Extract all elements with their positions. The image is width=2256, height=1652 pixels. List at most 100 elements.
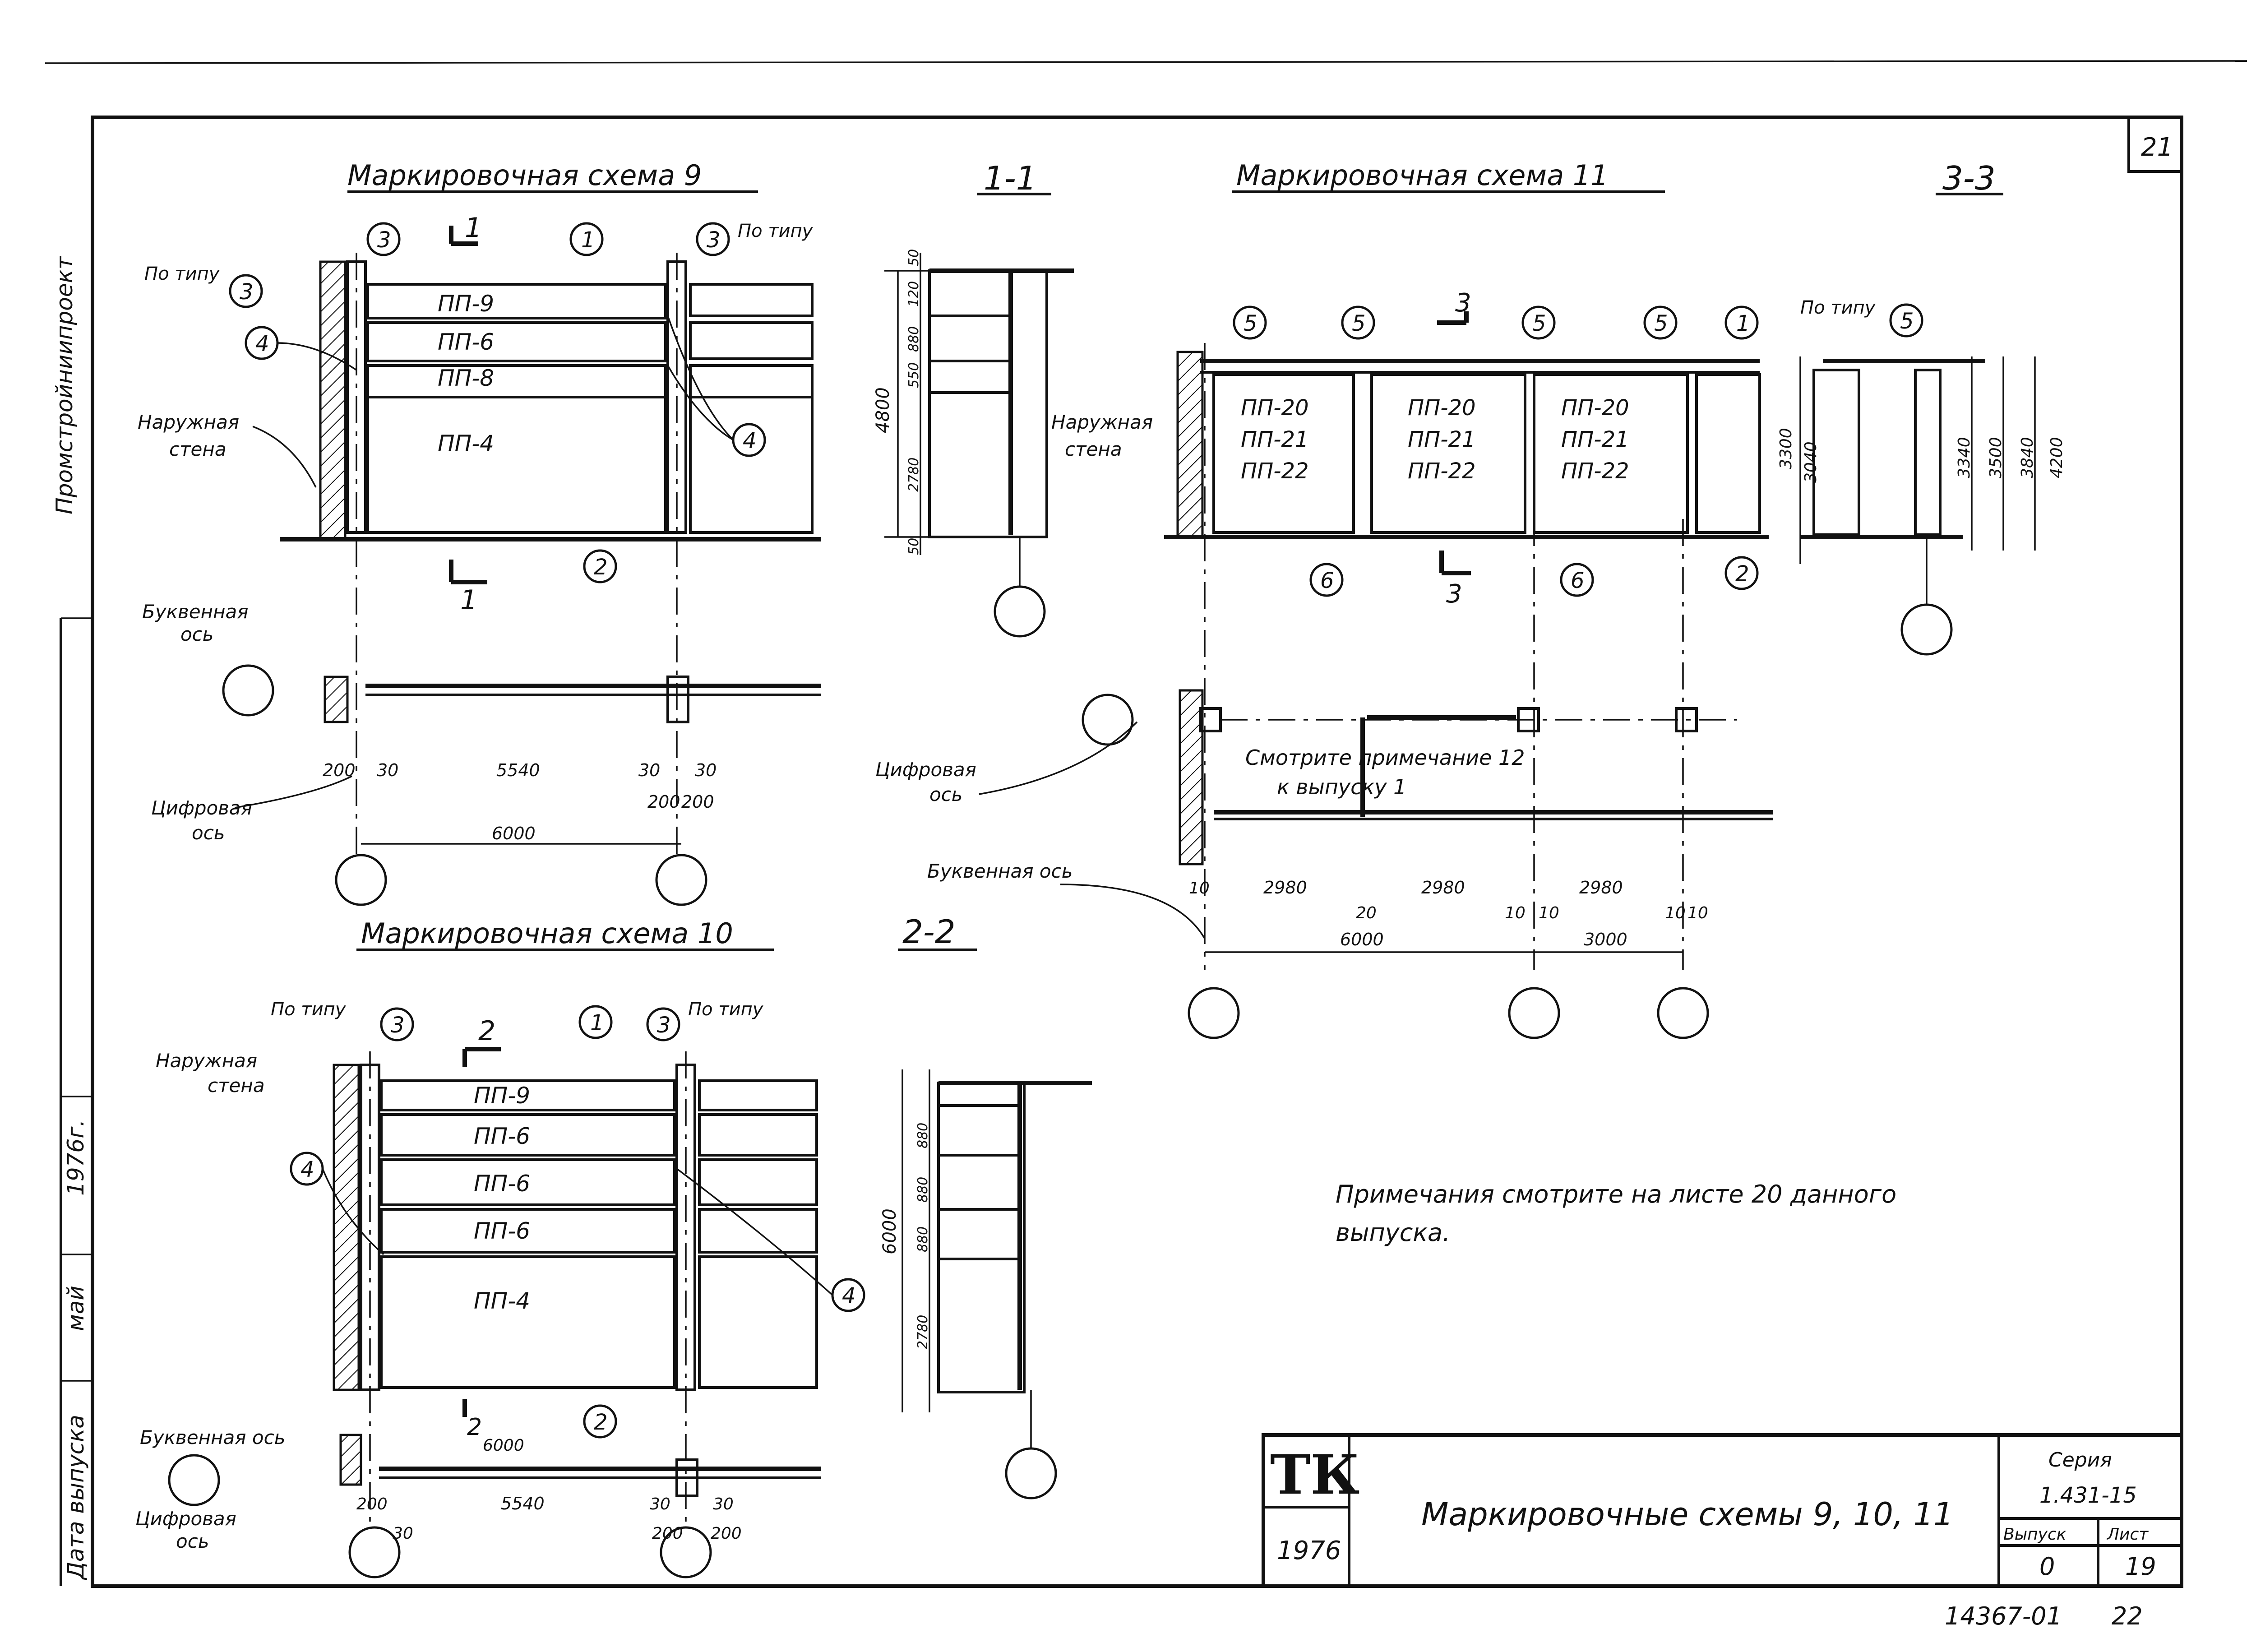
plan10-dim-30-right: 30 xyxy=(650,1495,670,1513)
scheme-9-callout-3a: 3 xyxy=(377,227,391,253)
scheme-10: Маркировочная схема 10 2-2 ПП-9 ПП-6 ПП-… xyxy=(135,913,977,1578)
scheme-10-label-pp6c: ПП-6 xyxy=(474,1218,530,1244)
scheme-10-outer-wall-label-2: стена xyxy=(208,1074,265,1097)
s11-callout-5a: 5 xyxy=(1244,311,1257,336)
plan9-dim-6000: 6000 xyxy=(492,824,536,843)
plan9-dim-200-a: 200 xyxy=(647,792,680,812)
scheme-10-plan: Буквенная ось Цифровая ось 200 30 5540 3… xyxy=(135,1426,821,1578)
scheme-9-outer-wall-label-1: Наружная xyxy=(138,411,239,433)
plan10-dim-6000: 6000 xyxy=(483,1436,524,1455)
note-line-2: выпуска. xyxy=(1336,1218,1450,1247)
s11-dim-880: 880 xyxy=(906,326,922,352)
plan11-dim-10-c: 10 xyxy=(1539,904,1559,922)
plan9-digit-axis-2: ось xyxy=(192,822,225,844)
scheme-9-label-pp8: ПП-8 xyxy=(438,365,494,391)
scheme-10-callout-3a: 3 xyxy=(391,1013,405,1038)
title-block-year: 1976 xyxy=(1277,1536,1341,1565)
plan10-digit-axis-1: Цифровая xyxy=(135,1508,236,1530)
plan11-dim-2980-b: 2980 xyxy=(1421,878,1465,898)
scan-edge-line xyxy=(45,60,2247,64)
scheme-10-po-tipu-left: По типу xyxy=(271,999,347,1020)
title-block-issue-value: 0 xyxy=(2039,1552,2055,1581)
plan9-dim-30-left: 30 xyxy=(377,760,398,780)
section-1-1-total: 4800 xyxy=(873,387,893,433)
scheme-10-po-tipu-right: По типу xyxy=(688,999,764,1020)
stamp-month: май xyxy=(63,1286,89,1331)
scheme-9-outer-wall-label-2: стена xyxy=(169,438,227,460)
corner-sheet-number: 21 xyxy=(2141,133,2173,162)
section-3-3-title: 3-3 xyxy=(1942,159,1996,197)
scheme-9: Маркировочная схема 9 ПП-9 ПП-6 ПП-8 ПП-… xyxy=(138,159,821,906)
title-block-series-value: 1.431-15 xyxy=(2039,1483,2137,1508)
plan9-dim-200-left: 200 xyxy=(323,760,356,780)
section-2-2: 6000 880 880 880 2780 xyxy=(879,1069,1092,1499)
s11-callout-5c: 5 xyxy=(1532,311,1546,336)
scheme-9-title: Маркировочная схема 9 xyxy=(347,159,702,192)
scheme-9-callout-4b: 4 xyxy=(743,428,757,453)
scheme-10-callout-2: 2 xyxy=(594,1410,608,1435)
scheme-9-plan: Буквенная ось Цифровая ось 200 30 5540 3… xyxy=(142,601,821,906)
plan11-dim-2980-a: 2980 xyxy=(1263,878,1307,898)
title-block-sheet-label: Лист xyxy=(2106,1525,2149,1544)
scheme-10-outer-wall xyxy=(333,1064,360,1391)
section-3-3-callout-5: 5 xyxy=(1900,309,1914,334)
s11-dim-120: 120 xyxy=(906,281,922,307)
s11-callout-5b: 5 xyxy=(1352,311,1366,336)
note-line-1: Примечания смотрите на листе 20 данного xyxy=(1336,1180,1896,1208)
scheme-9-label-pp4: ПП-4 xyxy=(438,430,494,457)
s22-dim-880-c: 880 xyxy=(915,1226,931,1252)
s11-group1-pp20: ПП-20 xyxy=(1241,395,1309,421)
plan11-digit-axis-2: ось xyxy=(929,783,963,805)
s11-section-mark-top: 3 xyxy=(1455,288,1471,318)
s33-total-left: 3300 xyxy=(1777,428,1795,469)
footer-code: 14367-01 xyxy=(1945,1602,2062,1630)
stamp-date-label: Дата выпуска xyxy=(63,1415,89,1580)
scheme-10-callout-1: 1 xyxy=(590,1010,604,1036)
plan11-dim-3000: 3000 xyxy=(1584,930,1627,949)
scheme-9-label-pp6: ПП-6 xyxy=(438,329,494,355)
plan11-dim-10-b: 10 xyxy=(1505,904,1526,922)
plan11-dim-10-d: 10 xyxy=(1665,904,1686,922)
scheme-9-callout-3c: 3 xyxy=(240,279,254,305)
s11-dim-550: 550 xyxy=(906,362,922,388)
stamp-year: 1976г. xyxy=(63,1120,89,1196)
plan10-dim-200-b: 200 xyxy=(711,1524,742,1543)
scheme-9-callout-4a: 4 xyxy=(255,331,269,356)
s22-dim-2780: 2780 xyxy=(915,1315,931,1349)
scheme-9-callout-1: 1 xyxy=(581,227,595,253)
scheme-9-panel-pp8 xyxy=(366,364,667,398)
title-block-sheet-value: 19 xyxy=(2125,1552,2156,1581)
s11-callout-6a: 6 xyxy=(1320,568,1334,593)
stamp-organization: Промстройниипроект xyxy=(51,255,78,514)
s11-group2-pp22: ПП-22 xyxy=(1408,458,1476,484)
scheme-10-label-pp6a: ПП-6 xyxy=(474,1123,530,1149)
scheme-9-po-tipu-right: По типу xyxy=(738,221,814,241)
section-2-2-total: 6000 xyxy=(879,1208,900,1254)
s11-dim-50-bottom: 50 xyxy=(906,538,922,555)
scheme-9-panel-pp6 xyxy=(366,321,667,362)
scheme-10-callout-4b: 4 xyxy=(842,1283,856,1309)
plan11-dim-20: 20 xyxy=(1356,904,1377,922)
scheme-10-panel-pp6c xyxy=(380,1208,676,1254)
plan10-dim-200-a: 200 xyxy=(652,1524,683,1543)
scheme-10-callout-4a: 4 xyxy=(300,1157,314,1182)
scheme-9-section-mark-bottom: 1 xyxy=(460,584,477,616)
sheet-frame xyxy=(91,116,2183,1588)
scheme-10-section-mark-bottom: 2 xyxy=(467,1414,482,1441)
plan11-digit-axis-1: Цифровая xyxy=(875,759,976,781)
s11-callout-6b: 6 xyxy=(1571,568,1585,593)
scheme-10-title: Маркировочная схема 10 xyxy=(361,917,733,950)
plan11-dim-2980-c: 2980 xyxy=(1579,878,1623,898)
scheme-11: Маркировочная схема 11 ПП-20 ПП-21 ПП-22… xyxy=(875,159,1773,1039)
footer-page: 22 xyxy=(2112,1602,2143,1630)
s11-outer-wall-2: стена xyxy=(1065,438,1122,460)
scheme-9-callout-3b: 3 xyxy=(707,227,721,253)
scheme-9-po-tipu-left: По типу xyxy=(144,264,220,284)
s11-dim-2780: 2780 xyxy=(906,458,922,492)
plan11-dim-10-e: 10 xyxy=(1687,904,1708,922)
title-block: ТК 1976 Маркировочные схемы 9, 10, 11 Се… xyxy=(1262,1433,2183,1588)
s11-outer-wall-1: Наружная xyxy=(1051,411,1153,433)
scheme-11-title: Маркировочная схема 11 xyxy=(1236,159,1609,192)
plan9-dim-30-right: 30 xyxy=(638,760,660,780)
